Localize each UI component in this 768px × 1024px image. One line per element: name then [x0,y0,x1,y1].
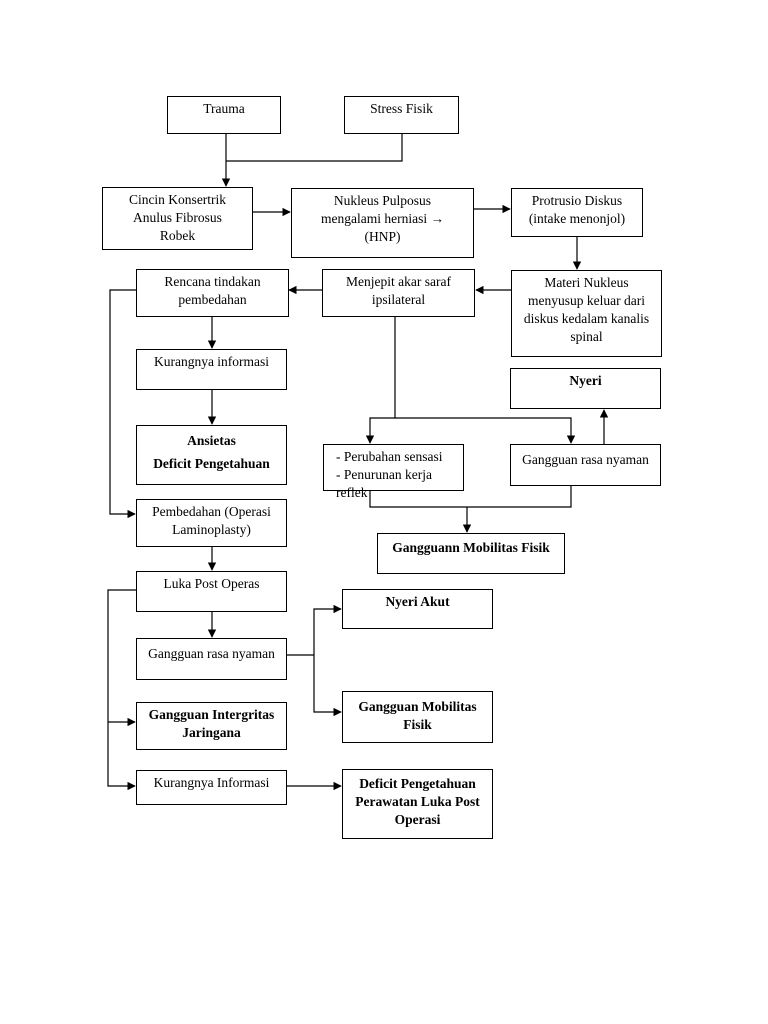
node-kurangnya-informasi-2: Kurangnya Informasi [136,770,287,805]
node-line: Kurangnya informasi [153,354,270,369]
node-line: Menjepit akar saraf [346,274,451,289]
node-nyeri-akut: Nyeri Akut [342,589,493,629]
node-line: Trauma [203,101,245,116]
node-line: Stress Fisik [370,101,433,116]
node-line: Cincin Konsertrik [128,192,227,207]
arrow-split-to-gangguan-nyaman [395,417,576,444]
node-line: spinal [570,329,603,344]
node-line: Nukleus Pulposus [333,193,432,208]
node-line: Gangguan Intergritas [148,707,275,722]
node-nukleus-pulposus: Nukleus Pulposus mengalami herniasi → (HNP… [291,188,474,258]
node-line: pembedahan [178,292,247,307]
node-perubahan-sensasi: - Perubahan sensasi - Penurunan kerja ref… [323,444,464,500]
arrow-rencana-to-pembedahan [109,289,136,519]
arrow-to-nyeri-akut [313,604,342,655]
node-line: Nyeri Akut [385,594,450,609]
line-stress-join [226,134,403,162]
node-protrusio-diskus: Protrusio Diskus (intake menonjol) [511,188,643,237]
node-line: Luka Post Operas [163,576,260,591]
node-line: Laminoplasty) [172,522,251,537]
node-line: Gangguan Mobilitas [358,699,477,714]
node-line: Nyeri [569,373,602,388]
node-kurangnya-informasi-1: Kurangnya informasi [136,349,287,390]
node-line: (HNP) [364,229,401,244]
node-line: Robek [159,228,196,243]
node-line: Rencana tindakan [164,274,261,289]
node-line: menyusup keluar dari [528,293,645,308]
node-menjepit-akar-saraf: Menjepit akar saraf ipsilateral [322,269,475,317]
node-line: Perawatan Luka Post [355,794,480,809]
node-rencana-tindakan: Rencana tindakan pembedahan [136,269,289,317]
node-line: diskus kedalam kanalis [523,311,650,326]
node-nyeri: Nyeri [510,368,661,409]
node-line: Jaringana [182,725,241,740]
node-line: - Penurunan kerja reflek [336,467,432,500]
node-line: Ansietas [187,433,236,448]
node-materi-nukleus: Materi Nukleus menyusup keluar dari diskus… [511,270,662,357]
node-gangguan-mobilitas-fisik-1: Gangguann Mobilitas Fisik [377,533,565,574]
node-line: Fisik [403,717,432,732]
line-merge-to-mobilitas [369,486,572,508]
node-trauma: Trauma [167,96,281,134]
node-line: Anulus Fibrosus [133,210,222,225]
node-line: (intake menonjol) [528,211,626,226]
node-line: Materi Nukleus [544,275,629,290]
node-line: ipsilateral [371,292,426,307]
node-stress-fisik: Stress Fisik [344,96,459,134]
node-luka-post-operas: Luka Post Operas [136,571,287,612]
node-line: Operasi [394,812,441,827]
node-line: Deficit Pengetahuan [153,456,270,471]
line-luka-left [107,589,136,791]
node-line: Deficit Pengetahuan [359,776,476,791]
line-menjepit-split [365,317,396,444]
node-line: Protrusio Diskus [531,193,623,208]
node-gangguan-rasa-nyaman-2: Gangguan rasa nyaman [136,638,287,680]
arrow-to-mobilitas-2 [313,655,342,717]
node-line: mengalami herniasi → [321,211,444,226]
node-line: Gangguan rasa nyaman [148,646,275,661]
node-line: Kurangnya Informasi [153,775,270,790]
node-gangguan-rasa-nyaman-1: Gangguan rasa nyaman [510,444,661,486]
node-line: Gangguan rasa nyaman [522,452,649,467]
node-line: - Perubahan sensasi [336,449,443,464]
node-line: Gangguann Mobilitas Fisik [392,540,550,555]
node-line: Pembedahan (Operasi [152,504,271,519]
